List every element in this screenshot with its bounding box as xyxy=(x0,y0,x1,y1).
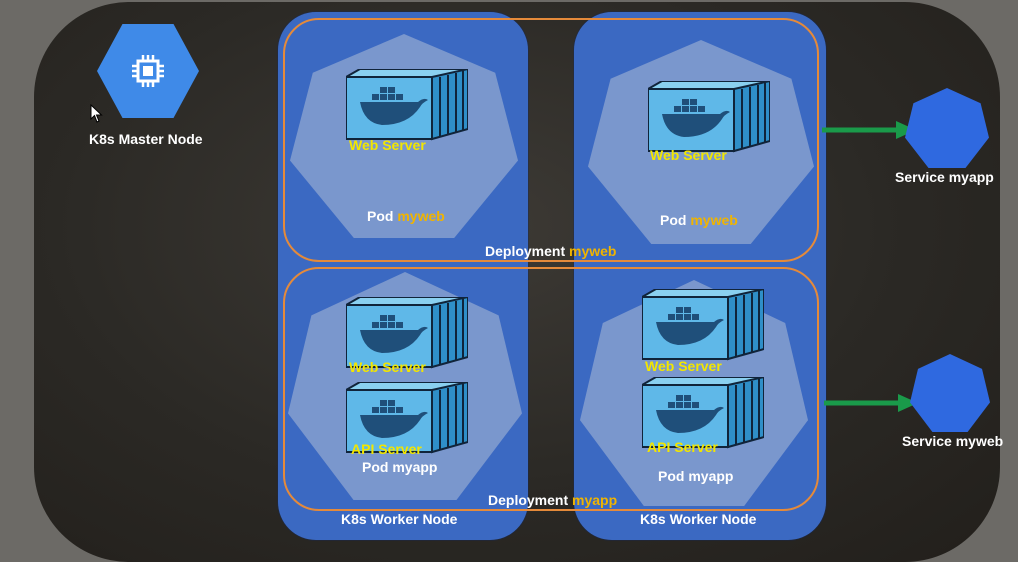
worker-node-label: K8s Worker Node xyxy=(640,511,757,527)
docker-container-icon xyxy=(642,289,764,360)
pod-label: Pod myapp xyxy=(658,468,734,484)
pod-label: Pod myweb xyxy=(367,208,445,224)
container-label: API Server xyxy=(647,439,718,455)
docker-container-icon xyxy=(346,69,468,140)
deployment-label: Deployment myapp xyxy=(488,492,618,508)
service-myapp-icon xyxy=(905,88,989,168)
worker-node-label: K8s Worker Node xyxy=(341,511,458,527)
service-label: Service myweb xyxy=(902,433,1004,449)
pod-label: Pod myweb xyxy=(660,212,738,228)
container-label: Web Server xyxy=(349,359,426,375)
chip-icon xyxy=(132,55,164,87)
deployment-myweb-frame xyxy=(283,18,819,262)
deployment-myapp-frame xyxy=(283,267,819,511)
service-label: Service myapp xyxy=(895,169,994,185)
container-label: Web Server xyxy=(645,358,722,374)
service-myweb-icon xyxy=(910,354,990,432)
deployment-label: Deployment myweb xyxy=(485,243,617,259)
container-label: Web Server xyxy=(349,137,426,153)
mouse-cursor-icon xyxy=(90,104,103,123)
container-label: API Server xyxy=(351,441,422,457)
pod-label: Pod myapp xyxy=(362,459,438,475)
container-label: Web Server xyxy=(650,147,727,163)
arrow-to-service-myweb xyxy=(824,394,918,412)
docker-container-icon xyxy=(648,81,770,152)
master-node-label: K8s Master Node xyxy=(89,131,203,147)
arrow-to-service-myapp xyxy=(822,121,916,139)
